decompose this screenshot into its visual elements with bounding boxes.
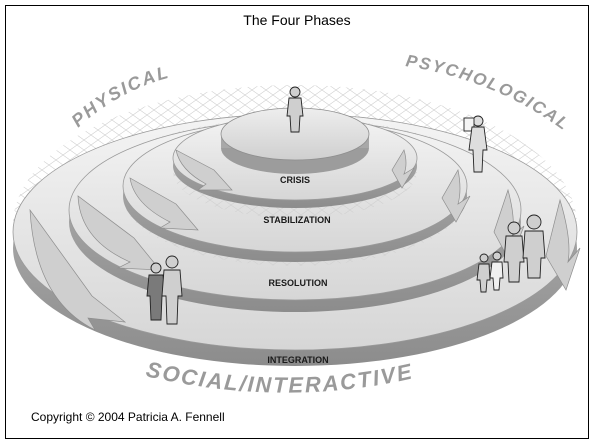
crisis-arrow-right — [391, 149, 415, 189]
integration-arrow-right — [545, 198, 581, 291]
slide-frame — [5, 5, 589, 439]
stabilization-arrow-left — [129, 177, 199, 231]
diagram-title: The Four Phases — [243, 12, 351, 28]
phase-label-resolution: RESOLUTION — [268, 278, 327, 288]
copyright-notice: Copyright © 2004 Patricia A. Fennell — [31, 410, 225, 424]
phase-label-stabilization: STABILIZATION — [263, 215, 330, 225]
couple-figures — [146, 255, 183, 325]
phase-label-crisis: CRISIS — [280, 175, 310, 185]
resolution-arrow-left — [77, 195, 161, 271]
person-figure-center — [286, 86, 304, 133]
family-figures — [476, 214, 546, 293]
central-platform — [220, 107, 370, 174]
integration-arrow-left — [29, 208, 127, 331]
phase-label-integration: INTEGRATION — [267, 355, 328, 365]
stabilization-arrow-right — [441, 169, 471, 223]
crisis-arrow-left — [175, 149, 233, 191]
person-reading-figure — [463, 115, 488, 173]
